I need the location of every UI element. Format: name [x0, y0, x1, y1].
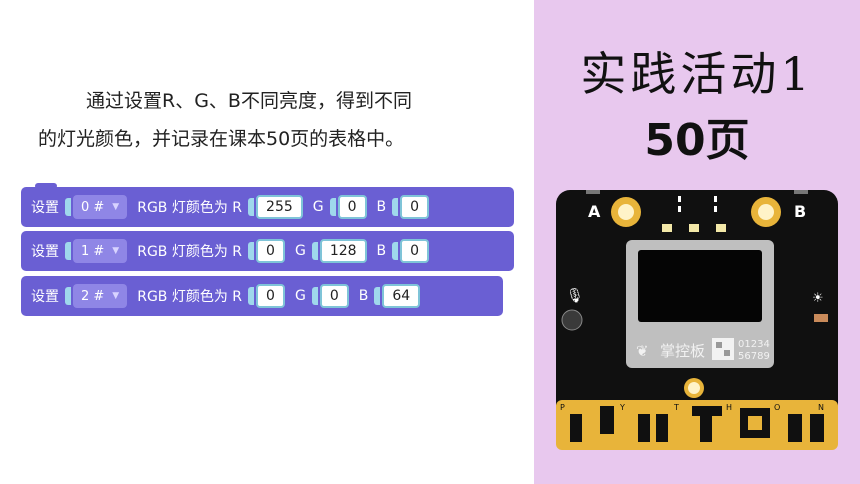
brand-label: 掌控板 [660, 342, 705, 360]
serial-line-1: 01234 [738, 339, 770, 350]
controller-board-image: A B 掌控板 ❦ 01234 56789 🎙 ☀ [556, 190, 838, 450]
serial-line-2: 56789 [738, 351, 770, 362]
block-keyword: 设置 [31, 289, 59, 305]
button-b[interactable] [751, 197, 781, 227]
g-label: G [312, 199, 324, 215]
code-block-led-1[interactable]: 设置 1 #▼ RGB 灯颜色为 R 0 G 128 B 0 [21, 231, 514, 271]
dropdown-arrow-icon: ▼ [112, 246, 120, 256]
pin-strip: P Y T H O N [556, 400, 838, 450]
b-value-input[interactable]: 0 [400, 239, 430, 263]
pin-label-t: T [673, 403, 679, 412]
b-label: B [376, 243, 387, 259]
block-notch [35, 183, 57, 189]
instruction-line-2: 的灯光颜色，并记录在课本50页的表格中。 [38, 128, 405, 150]
g-value-input[interactable]: 0 [319, 284, 349, 308]
rgb-led-1 [689, 224, 699, 232]
block-keyword: 设置 [31, 244, 59, 260]
pin-label-o: O [774, 403, 780, 412]
led-index-dropdown[interactable]: 0 #▼ [73, 195, 128, 219]
r-value-input[interactable]: 0 [256, 239, 285, 263]
code-block-led-0[interactable]: 设置 0 #▼ RGB 灯颜色为 R 255 G 0 B 0 [21, 183, 514, 227]
pin-label-y: Y [619, 403, 625, 412]
led-index-dropdown[interactable]: 1 #▼ [73, 239, 128, 263]
microphone-icon: 🎙 [566, 287, 584, 304]
activity-title: 实践活动1 [580, 47, 814, 101]
dropdown-arrow-icon: ▼ [112, 202, 120, 212]
block-text: RGB 灯颜色为 R [137, 289, 243, 305]
g-label: G [294, 288, 306, 304]
light-sensor-icon: ☀ [812, 291, 824, 306]
rgb-led-2 [716, 224, 726, 232]
pin-label-h: H [726, 403, 732, 412]
dropdown-arrow-icon: ▼ [112, 291, 120, 301]
block-text: RGB 灯颜色为 R [137, 200, 243, 216]
g-label: G [294, 243, 306, 259]
g-value-input[interactable]: 128 [319, 239, 367, 263]
button-a[interactable] [611, 197, 641, 227]
instruction-line-1: 通过设置R、G、B不同亮度，得到不同 [86, 90, 412, 112]
pin-label-n: N [818, 403, 824, 412]
b-label: B [376, 199, 387, 215]
r-value-input[interactable]: 0 [256, 284, 285, 308]
block-text: RGB 灯颜色为 R [137, 244, 243, 260]
code-block-led-2[interactable]: 设置 2 #▼ RGB 灯颜色为 R 0 G 0 B 64 [21, 276, 503, 316]
button-b-label: B [794, 202, 806, 221]
b-value-input[interactable]: 64 [382, 284, 421, 308]
block-keyword: 设置 [31, 200, 59, 216]
g-value-input[interactable]: 0 [337, 195, 367, 219]
pin-label-p: P [560, 403, 565, 412]
qr-code-icon [712, 338, 734, 360]
brand-logo-icon: ❦ [636, 342, 649, 360]
b-value-input[interactable]: 0 [400, 195, 430, 219]
r-value-input[interactable]: 255 [256, 195, 303, 219]
oled-screen [638, 250, 762, 322]
page-reference: 50页 [644, 115, 750, 166]
rgb-led-0 [662, 224, 672, 232]
sidebar-panel: 实践活动1 50页 A B 掌控板 ❦ 01234 56789 🎙 [534, 0, 860, 484]
content-area: 通过设置R、G、B不同亮度，得到不同 的灯光颜色，并记录在课本50页的表格中。 … [21, 90, 514, 316]
button-a-label: A [588, 202, 601, 221]
led-index-dropdown[interactable]: 2 #▼ [73, 284, 128, 308]
b-label: B [358, 288, 369, 304]
